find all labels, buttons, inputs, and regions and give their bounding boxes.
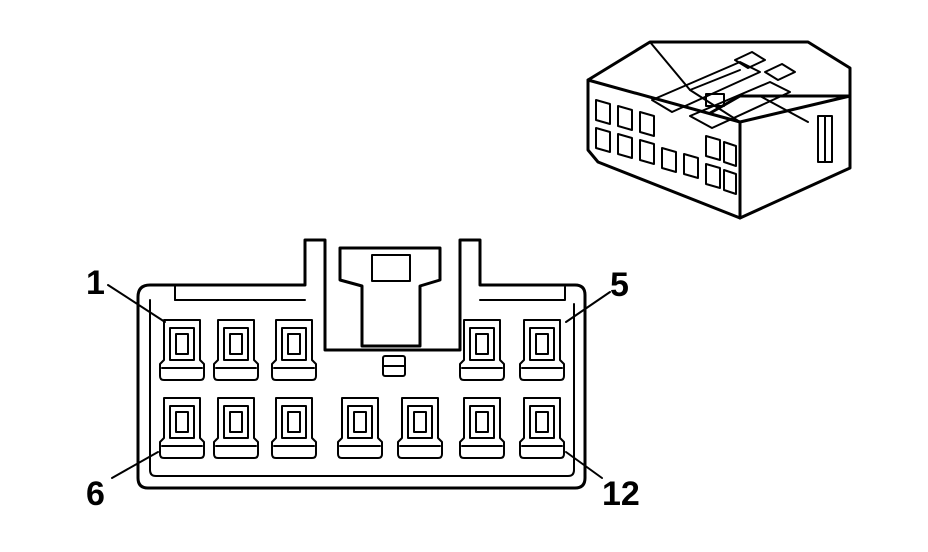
cavity-top-3 (271, 319, 317, 381)
connector-face-view (136, 238, 587, 490)
pin-label-1: 1 (86, 264, 105, 302)
cavity-top-2 (213, 319, 259, 381)
cavity-top-5 (519, 319, 565, 381)
pin-label-5: 5 (610, 266, 629, 304)
cavity-bottom-5 (397, 397, 443, 459)
cavity-bottom-2 (213, 397, 259, 459)
leader-line-pin5 (565, 291, 611, 323)
cavity-bottom-6 (459, 397, 505, 459)
cavity-bottom-7 (519, 397, 565, 459)
cavity-bottom-1 (159, 397, 205, 459)
pin-label-12: 12 (602, 475, 640, 513)
connector-isometric-view (586, 40, 852, 220)
leader-line-pin1 (107, 284, 166, 323)
cavity-bottom-4 (337, 397, 383, 459)
pin-label-6: 6 (86, 475, 105, 513)
leader-lines (107, 284, 611, 479)
cavity-top-1 (159, 319, 205, 381)
leader-line-pin12 (565, 451, 603, 479)
leader-line-pin6 (111, 451, 159, 479)
cavity-group (159, 319, 565, 459)
cavity-bottom-3 (271, 397, 317, 459)
cavity-top-4 (459, 319, 505, 381)
